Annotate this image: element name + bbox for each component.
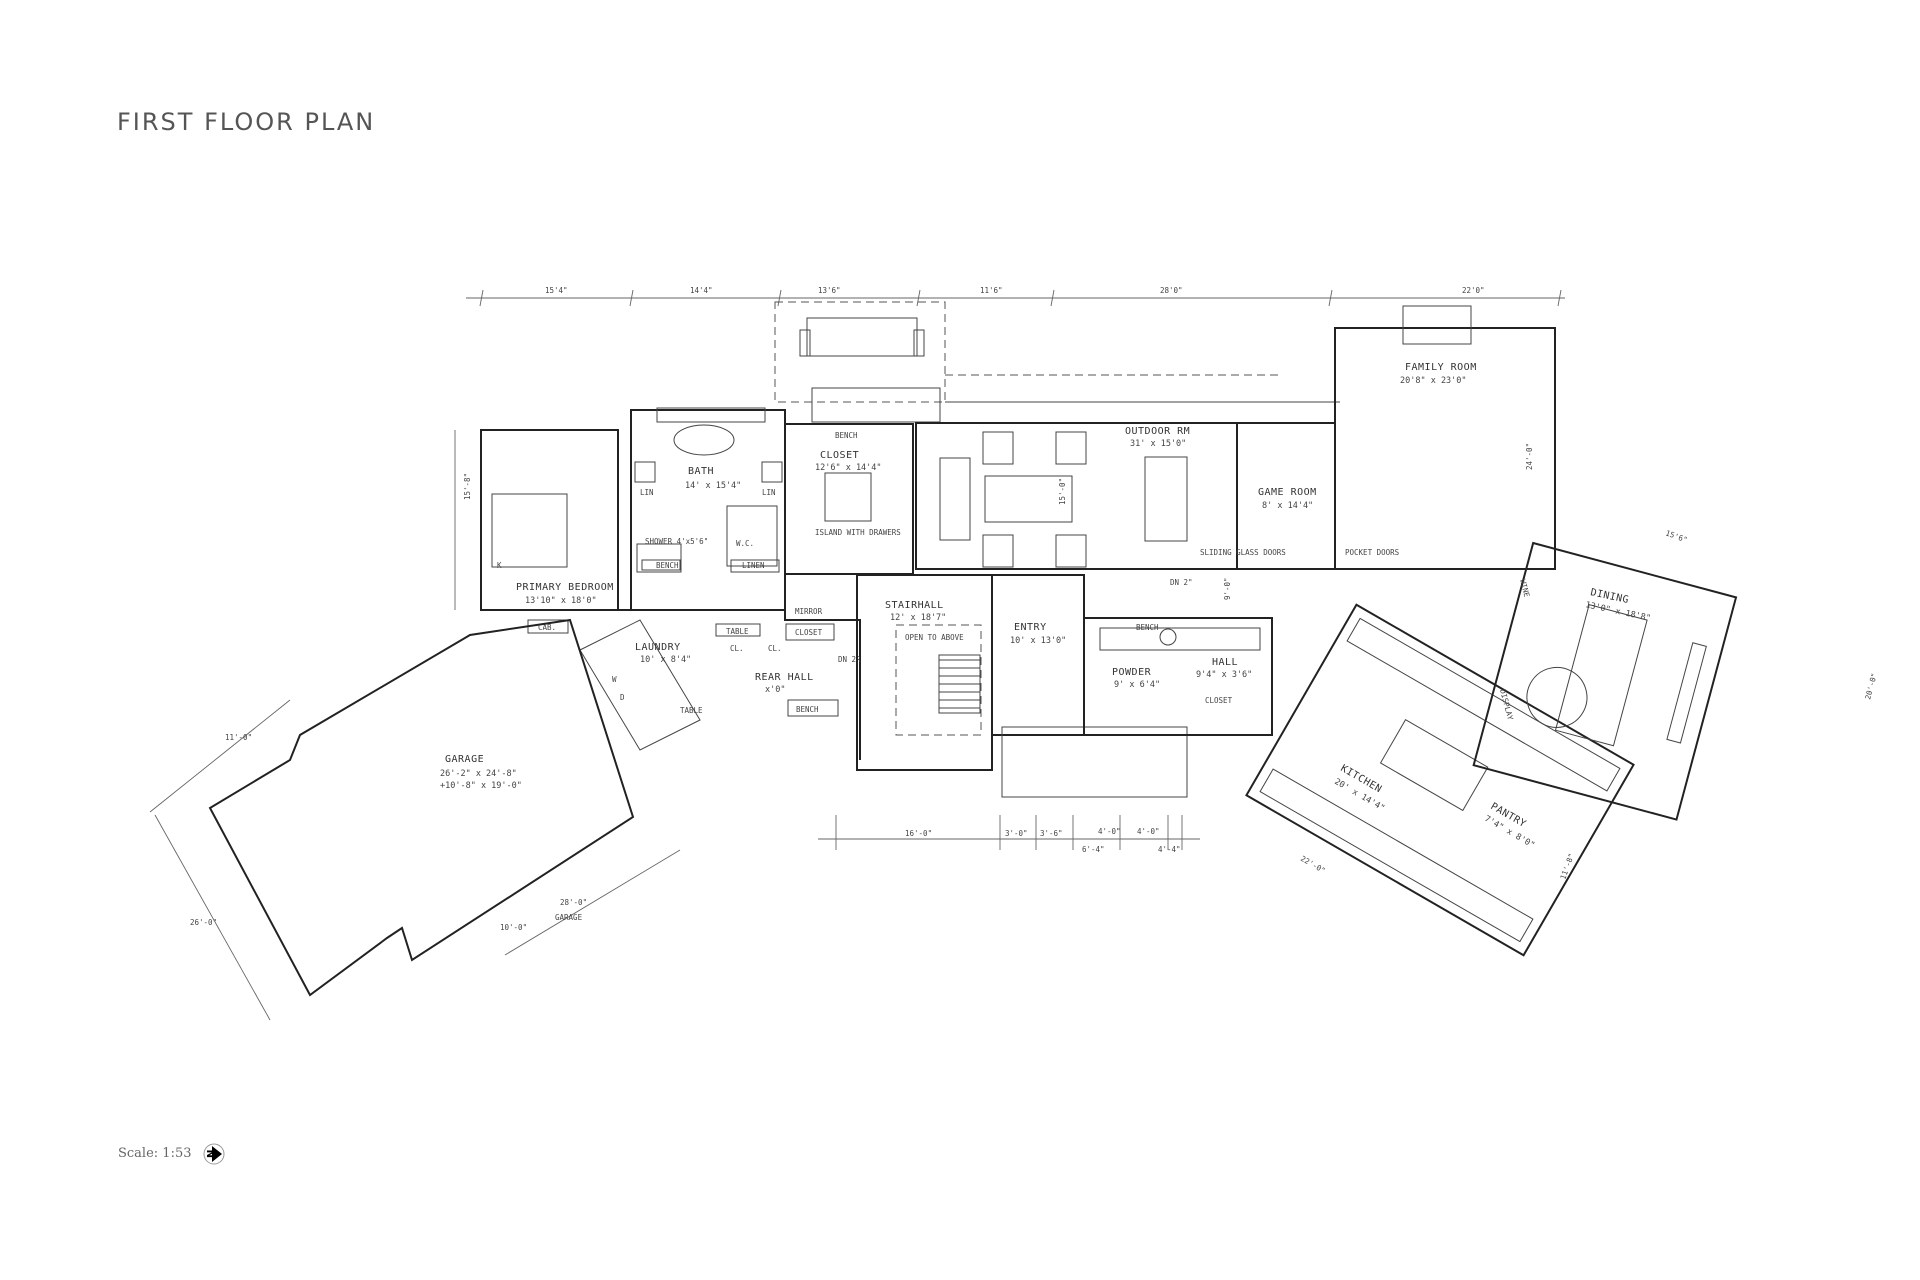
sliding-doors-label: SLIDING GLASS DOORS: [1200, 548, 1286, 557]
table-label: TABLE: [726, 627, 749, 636]
north-letter: N: [206, 1150, 217, 1158]
dimension-label: 22'0": [1462, 286, 1485, 295]
dimension-label: 15'-8": [463, 473, 472, 500]
washer-label: W: [612, 675, 617, 684]
dimension-label: 4'-0": [1137, 827, 1160, 836]
room-name: OUTDOOR RM: [1125, 426, 1190, 437]
dimension-label: 10'-0": [500, 923, 527, 932]
page-title: FIRST FLOOR PLAN: [117, 108, 376, 136]
island-label: ISLAND WITH DRAWERS: [815, 528, 901, 537]
bed-label: K: [497, 561, 502, 570]
dimension-label: 4'-0": [1098, 827, 1121, 836]
top-dimension-line: 15'4" 14'4" 13'6" 11'6" 28'0" 22'0": [466, 286, 1565, 307]
room-size: 12'6" x 14'4": [815, 463, 882, 473]
display-label: DISPLAY: [1498, 688, 1515, 721]
room-size: 9' x 6'4": [1114, 680, 1160, 690]
room-name: PRIMARY BEDROOM: [516, 582, 614, 593]
cabinet-label: CAB.: [538, 623, 556, 632]
room-size: 10' x 13'0": [1010, 636, 1066, 646]
stairhall-entry: OPEN TO ABOVE CLOSET BENCH: [856, 574, 1273, 798]
garage: 11'-0" 26'-0" 28'-0" 10'-0" GARAGE: [149, 618, 681, 1021]
bench-label: BENCH: [835, 431, 858, 440]
step-down-label: DN 2R: [838, 655, 861, 664]
open-to-above-label: OPEN TO ABOVE: [905, 633, 964, 642]
room-size: x'0": [765, 685, 785, 695]
pocket-doors-label: POCKET DOORS: [1345, 548, 1400, 557]
primary-bedroom: K CAB.: [454, 429, 619, 634]
kitchen: [1245, 603, 1635, 957]
dimension-label: 24'-0": [1525, 443, 1534, 470]
dimension-label: 6'-4": [1082, 845, 1105, 854]
dimension-label: 16'-0": [905, 829, 932, 838]
room-name: LAUNDRY: [635, 642, 681, 653]
room-name: FAMILY ROOM: [1405, 362, 1477, 373]
room-size: 8' x 14'4": [1262, 501, 1313, 511]
room-name: REAR HALL: [755, 672, 814, 683]
bench-label: BENCH: [656, 561, 679, 570]
room-name: STAIRHALL: [885, 600, 944, 611]
room-size: 10' x 8'4": [640, 655, 691, 665]
dimension-label: 11'-0": [225, 733, 252, 742]
dimension-label: GARAGE: [555, 913, 583, 922]
mirror-label: MIRROR: [795, 607, 823, 616]
room-size: 13'10" x 18'0": [525, 596, 597, 606]
dimension-label: 28'0": [1160, 286, 1183, 295]
room-name: CLOSET: [820, 450, 859, 461]
dimension-label: 26'-0": [190, 918, 217, 927]
closet-label: CL.: [730, 644, 744, 653]
north-arrow-icon: N: [203, 1143, 225, 1165]
dimension-label: 22'-0": [1299, 854, 1327, 875]
room-size: 31' x 15'0": [1130, 439, 1186, 449]
bath: LIN LIN SHOWER 4'x5'6" W.C. BENCH LINEN: [630, 407, 786, 611]
room-size: 26'-2" x 24'-8": [440, 769, 517, 779]
room-size: +10'-8" x 19'-0": [440, 781, 522, 791]
room-size: 20'8" x 23'0": [1400, 376, 1467, 386]
dimension-label: 15'-0": [1058, 478, 1067, 505]
room-size: 9'4" x 3'6": [1196, 670, 1252, 680]
dimension-label: 11'6": [980, 286, 1003, 295]
wc-label: W.C.: [736, 539, 754, 548]
room-name: GARAGE: [445, 754, 484, 765]
scale-label: Scale: 1:53: [118, 1146, 192, 1161]
dimension-label: 20'-0": [1863, 672, 1879, 700]
closet-label: CL.: [768, 644, 782, 653]
table-label: TABLE: [680, 706, 703, 715]
linen-label: LIN: [762, 488, 776, 497]
dimension-label: 3'-6": [1040, 829, 1063, 838]
room-name: ENTRY: [1014, 622, 1047, 633]
dimension-label: 11'-8": [1558, 852, 1576, 881]
bench-label: BENCH: [796, 705, 819, 714]
dimension-label: 15'6": [1664, 528, 1688, 544]
step-down-label: DN 2": [1170, 578, 1193, 587]
closet-label: CLOSET: [1205, 696, 1233, 705]
dimension-label: 3'-0": [1005, 829, 1028, 838]
linen-label: LIN: [640, 488, 654, 497]
dimension-label: 4'-4": [1158, 845, 1181, 854]
closet-label: CLOSET: [795, 628, 823, 637]
dimension-label: 13'6": [818, 286, 841, 295]
dining: [1472, 541, 1738, 821]
terrace: [774, 301, 1340, 423]
dimension-label: 28'-0": [560, 898, 587, 907]
dimension-label: 9'-0": [1223, 577, 1232, 600]
room-name: HALL: [1212, 657, 1238, 668]
shower-label: SHOWER 4'x5'6": [645, 537, 708, 546]
room-size: 12' x 18'7": [890, 613, 946, 623]
room-name: POWDER: [1112, 667, 1152, 678]
bench-label: BENCH: [1136, 623, 1159, 632]
room-size: 14' x 15'4": [685, 481, 741, 491]
dimension-label: 15'4": [545, 286, 568, 295]
dryer-label: D: [620, 693, 625, 702]
bottom-dimension-line: 16'-0" 3'-0" 3'-6" 4'-0" 4'-0" 6'-4" 4'-…: [818, 815, 1200, 854]
dimension-label: 14'4": [690, 286, 713, 295]
living-block: SLIDING GLASS DOORS POCKET DOORS DN 2": [915, 305, 1556, 587]
room-labels: PRIMARY BEDROOM 13'10" x 18'0" BATH 14' …: [440, 362, 1652, 851]
room-name: GAME ROOM: [1258, 487, 1317, 498]
laundry-rear-hall: TABLE CLOSET CL. CL. MIRROR BENCH TABLE …: [579, 607, 861, 760]
linen-label: LINEN: [742, 561, 765, 570]
closet: BENCH ISLAND WITH DRAWERS: [784, 423, 914, 575]
room-name: BATH: [688, 466, 714, 477]
